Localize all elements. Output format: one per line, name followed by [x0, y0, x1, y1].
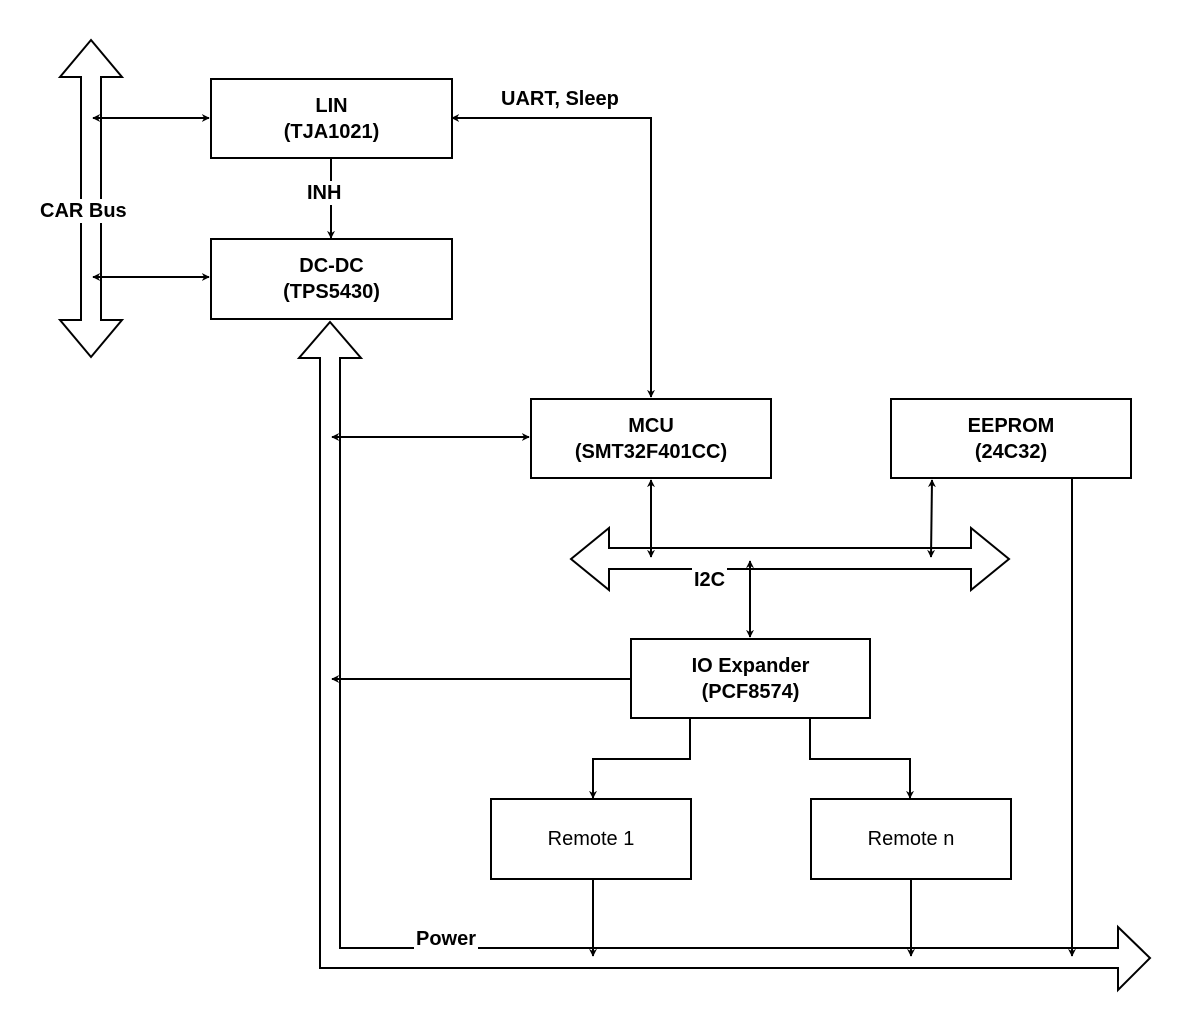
connector-ioexp-remoten [809, 718, 914, 799]
block-lin-part: (TJA1021) [283, 120, 380, 143]
block-remote-1: Remote 1 [490, 798, 692, 880]
label-i2c: I2C [692, 568, 728, 592]
block-mcu-part: (SMT32F401CC) [574, 440, 728, 463]
label-uart-sleep: UART, Sleep [501, 88, 619, 110]
block-remote-n: Remote n [810, 798, 1012, 880]
block-dcdc-part: (TPS5430) [283, 281, 380, 303]
car-bus-arrow [57, 38, 125, 359]
block-eeprom: EEPROM (24C32) [890, 398, 1132, 479]
block-io-expander-part: (PCF8574) [701, 680, 800, 703]
connector-eeprom-i2c [927, 479, 936, 558]
block-remote-n-title: Remote n [867, 828, 955, 850]
connector-ioexp-remote1 [589, 718, 691, 799]
block-remote-1-title: Remote 1 [547, 828, 635, 850]
block-eeprom-title: EEPROM [967, 414, 1055, 437]
i2c-bus-arrow [569, 525, 1011, 593]
block-eeprom-part: (24C32) [974, 440, 1048, 463]
block-dcdc-title: DC-DC [299, 255, 364, 277]
label-inh: INH [305, 181, 344, 205]
block-dcdc: DC-DC (TPS5430) [210, 238, 453, 320]
block-io-expander: IO Expander (PCF8574) [630, 638, 871, 719]
block-lin-title: LIN [315, 94, 348, 117]
connector-uart-sleep [451, 114, 655, 398]
block-mcu-title: MCU [628, 414, 674, 437]
block-io-expander-title: IO Expander [691, 654, 810, 677]
block-lin: LIN (TJA1021) [210, 78, 453, 159]
label-car-bus: CAR Bus [38, 199, 129, 223]
block-mcu: MCU (SMT32F401CC) [530, 398, 772, 479]
label-power: Power [414, 927, 479, 951]
power-bus-arrow [296, 320, 1152, 993]
